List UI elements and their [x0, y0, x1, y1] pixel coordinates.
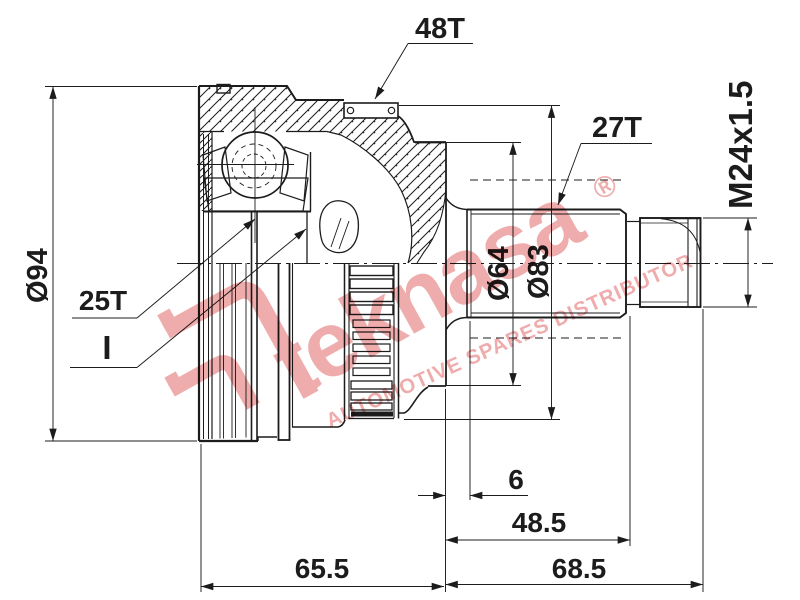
- label-body-length: 65.5: [295, 553, 350, 584]
- registered-trademark-icon: ®: [587, 168, 622, 208]
- label-stem-length: 48.5: [512, 507, 567, 538]
- label-seat-diameter: Ø64: [483, 246, 515, 301]
- label-outer-ring-teeth: 48T: [415, 13, 465, 45]
- dimension-labels: 48T 27T 25T I Ø94 Ø64 Ø83 M24x1.5 6 48.5…: [22, 13, 759, 584]
- brand-logo-icon: [157, 281, 319, 410]
- dimensions: [45, 43, 757, 592]
- cage-window: [319, 200, 360, 254]
- label-stem-spline-teeth: 27T: [592, 112, 642, 144]
- label-shaft-length: 68.5: [552, 553, 607, 584]
- leader-48t: [374, 43, 409, 100]
- outer-race-section: [199, 83, 446, 263]
- boot-clamp-groove: [343, 102, 399, 119]
- leader-27t: [557, 143, 582, 206]
- bearing-ball: [197, 107, 294, 243]
- thread-chamfer-hatch: [660, 218, 701, 253]
- label-groove-offset: 6: [508, 464, 524, 495]
- boot-seat-band: [343, 263, 400, 420]
- label-body-diameter: Ø94: [22, 248, 54, 303]
- label-section-mark: I: [102, 329, 111, 366]
- leader-25t: [136, 218, 256, 319]
- label-thread-spec: M24x1.5: [722, 81, 759, 209]
- cage-and-inner-race-section: [202, 146, 309, 212]
- thread-end: [639, 217, 702, 308]
- label-boot-groove-diameter: Ø83: [523, 244, 555, 299]
- label-inner-spline-teeth: 25T: [79, 285, 127, 316]
- circlip-notch: [216, 83, 231, 94]
